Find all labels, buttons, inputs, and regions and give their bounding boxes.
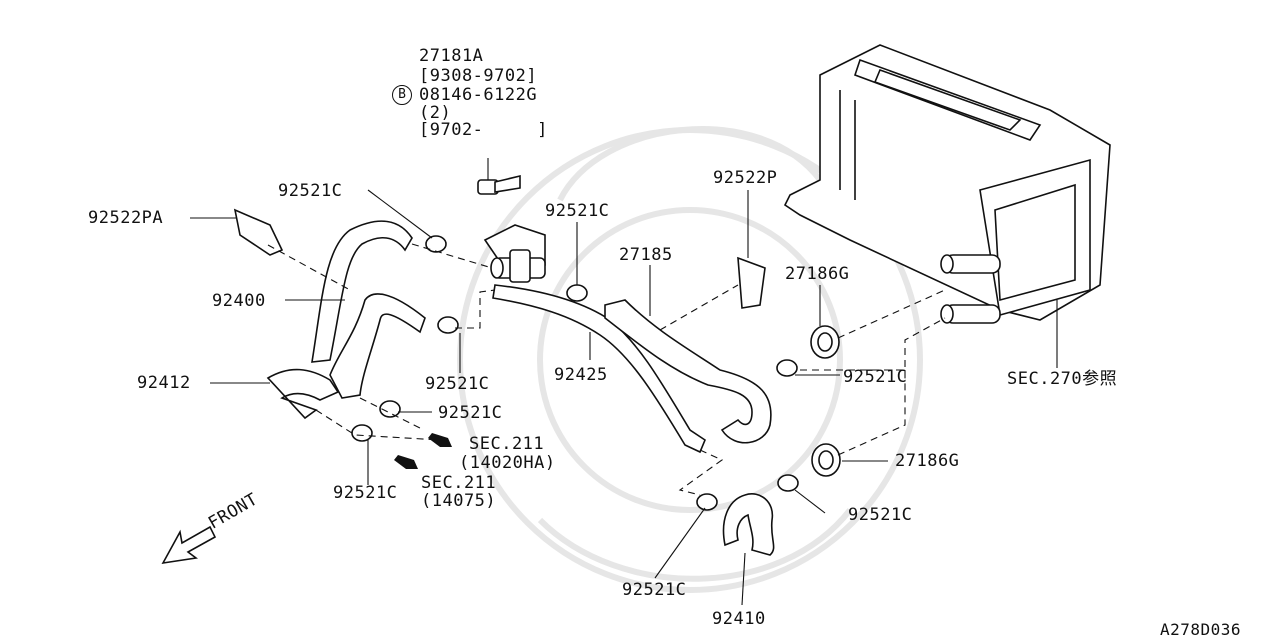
hose-27185 [604, 299, 772, 444]
hose-92400 [311, 220, 413, 363]
label-92400: 92400 [212, 291, 266, 311]
connection-lines [267, 243, 946, 496]
label-clip-lower: 92521C [438, 403, 503, 423]
label-92522pa: 92522PA [88, 208, 164, 228]
flow-arrows [161, 433, 452, 565]
label-sec211-a: SEC.211 [469, 434, 545, 454]
label-sec211-b-code: (14075) [421, 491, 497, 511]
label-92522p: 92522P [713, 168, 778, 188]
label-clip-mid: 92521C [545, 201, 610, 221]
label-range-1: [9308-9702] [419, 66, 538, 86]
hose-92410 [722, 493, 775, 556]
heater-unit [783, 44, 1111, 324]
label-sec270: SEC.270参照 [1007, 369, 1118, 389]
bolt [477, 174, 521, 195]
hose-92400-return [329, 293, 426, 399]
label-27181a: 27181A [419, 46, 484, 66]
label-27186g-bottom: 27186G [895, 451, 960, 471]
label-92410: 92410 [712, 609, 766, 629]
label-clip-bottom-left: 92521C [333, 483, 398, 503]
label-clip-right-top: 92521C [843, 367, 908, 387]
label-27185: 27185 [619, 245, 673, 265]
hose-92412 [266, 368, 340, 420]
label-clip-top: 92521C [278, 181, 343, 201]
label-clip-right-bottom: 92521C [848, 505, 913, 525]
clips [233, 208, 841, 511]
label-range-2: [9702- ] [419, 120, 548, 140]
label-clip-bottom: 92521C [622, 580, 687, 600]
leader-lines [190, 158, 1058, 606]
bolt-marker-b: B [392, 85, 412, 105]
label-27186g-top: 27186G [785, 264, 850, 284]
label-clip-left: 92521C [425, 374, 490, 394]
label-sec211-a-code: (14020HA) [459, 453, 556, 473]
label-bolt-qty: (2) [419, 103, 452, 123]
valve-bracket [483, 224, 546, 283]
label-92425: 92425 [554, 365, 608, 385]
diagram-id: A278D036 [1160, 620, 1242, 639]
label-bolt-part: 08146-6122G [419, 85, 538, 105]
label-92412: 92412 [137, 373, 191, 393]
pipe-92425 [492, 284, 706, 454]
label-sec211-b: SEC.211 [421, 473, 497, 493]
